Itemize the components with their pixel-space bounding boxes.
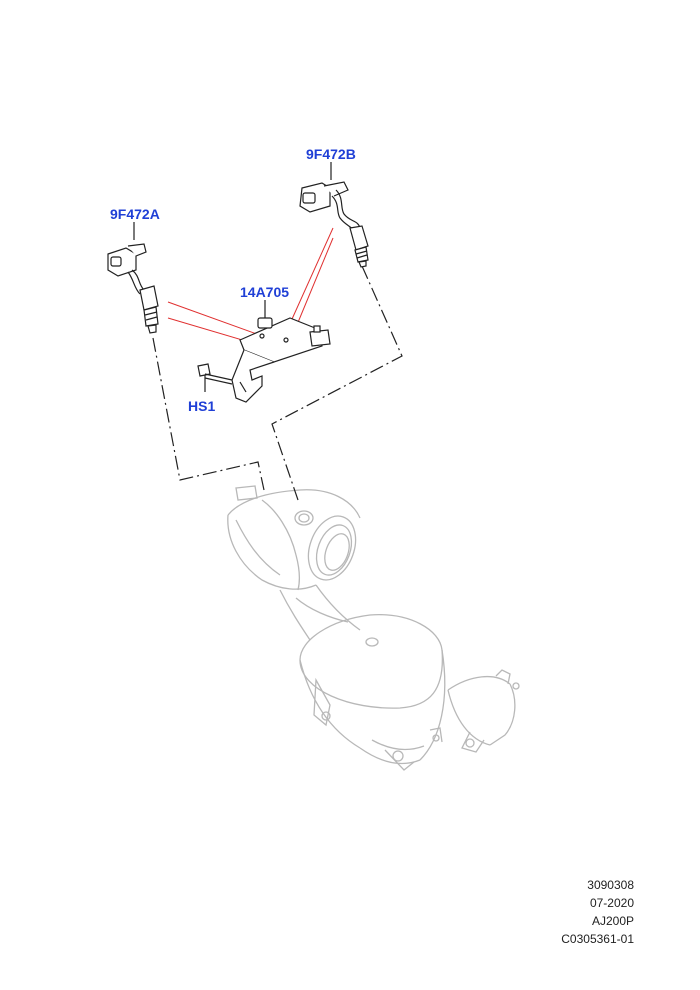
catalytic-converter <box>227 485 520 771</box>
oxygen-sensor-a <box>107 243 159 334</box>
callout-14a705: 14A705 <box>240 284 290 300</box>
engine-code: AJ200P <box>591 914 634 928</box>
assembly-lines <box>152 265 403 501</box>
callout-9f472a: 9F472A <box>110 206 160 222</box>
callout-hs1: HS1 <box>188 398 216 414</box>
oxygen-sensor-b <box>299 181 369 268</box>
catalog-reference: C0305361-01 <box>561 932 634 946</box>
bracket <box>231 317 331 403</box>
callout-9f472b: 9F472B <box>306 146 356 162</box>
illustration-number: 3090308 <box>587 878 634 892</box>
revision-date: 07-2020 <box>589 896 634 910</box>
screw <box>197 363 233 385</box>
